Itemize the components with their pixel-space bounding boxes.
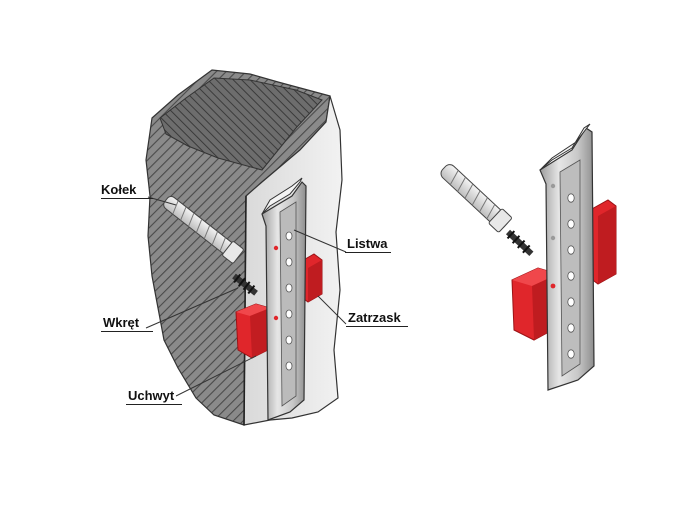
wall-plug-icon: [163, 196, 244, 264]
rail-profile-icon: [539, 123, 595, 391]
screw-icon: [232, 273, 258, 296]
screw-icon: [505, 229, 534, 257]
rail-profile-icon: [261, 177, 307, 421]
label-kolek-underline: [101, 198, 153, 199]
wall-top-face: [159, 77, 323, 171]
snap-catch-icon: [589, 199, 617, 285]
label-zatrzask: Zatrzask: [348, 310, 401, 325]
wall-section: [145, 69, 343, 426]
label-uchwyt-underline: [126, 404, 182, 405]
label-listwa-underline: [345, 252, 391, 253]
exploded-view: [440, 123, 617, 391]
label-kolek: Kołek: [101, 182, 137, 197]
label-wkret-underline: [101, 331, 153, 332]
label-zatrzask-underline: [346, 326, 408, 327]
label-uchwyt: Uchwyt: [128, 388, 175, 403]
leader-lines: [145, 196, 347, 397]
label-wkret: Wkręt: [103, 315, 140, 330]
label-listwa: Listwa: [347, 236, 388, 251]
wall-plug-icon: [440, 164, 512, 233]
